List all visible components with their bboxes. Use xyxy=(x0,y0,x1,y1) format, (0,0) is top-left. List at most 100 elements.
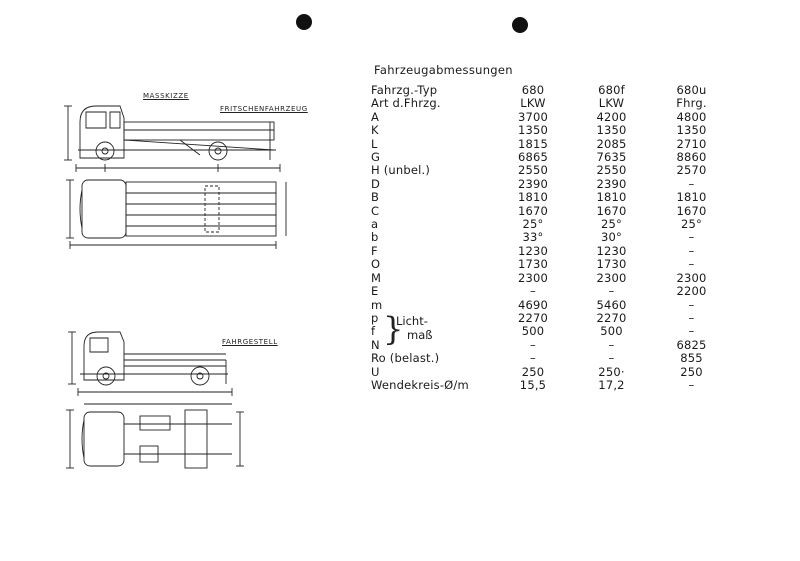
row-key: K xyxy=(371,123,379,138)
value-cell: 2570 xyxy=(676,163,707,178)
value-cell: 250· xyxy=(598,364,625,379)
lichtmass-label: Licht- maß xyxy=(396,314,433,342)
table-row: b 33° 30° – xyxy=(371,230,729,245)
value-cell: 680 xyxy=(521,83,545,97)
punch-hole-right xyxy=(512,17,528,33)
value-cell: – xyxy=(688,257,695,272)
value-cell: 1230 xyxy=(596,243,627,258)
table-row: L 1815 2085 2710 xyxy=(371,136,729,151)
value-cell: 1350 xyxy=(596,123,627,138)
value-cell: 2300 xyxy=(676,270,707,285)
value-cell: 6865 xyxy=(517,150,549,165)
value-cell: 1810 xyxy=(596,190,627,205)
value-cell: 30° xyxy=(601,230,622,245)
value-cell: – xyxy=(688,297,695,312)
row-key: G xyxy=(371,150,381,165)
value-cell: 25° xyxy=(601,217,622,232)
row-key: Art d.Fhrzg. xyxy=(371,96,441,111)
table-row: G 6865 7635 8860 xyxy=(371,150,729,165)
value-cell: 4800 xyxy=(676,109,707,124)
value-cell: 1815 xyxy=(517,136,549,151)
technical-drawings xyxy=(64,105,287,469)
row-key: M xyxy=(371,270,382,285)
value-cell: 6825 xyxy=(676,337,707,352)
value-cell: – xyxy=(688,230,695,245)
row-key: E xyxy=(371,284,379,299)
value-cell: 2390 xyxy=(517,176,549,191)
value-cell: 1350 xyxy=(676,123,707,138)
value-cell: – xyxy=(688,243,695,258)
row-key: H (unbel.) xyxy=(371,163,431,178)
table-title: Fahrzeugabmessungen xyxy=(374,63,513,77)
table-row: M 2300 2300 2300 xyxy=(371,270,729,285)
value-cell: 2300 xyxy=(596,270,627,285)
value-cell: 250 xyxy=(680,364,703,379)
value-cell: 2390 xyxy=(596,176,627,191)
value-cell: 2550 xyxy=(517,163,549,178)
value-cell: 500 xyxy=(600,324,623,339)
value-cell: 2710 xyxy=(676,136,707,151)
value-cell: – xyxy=(608,284,615,299)
value-cell: 5460 xyxy=(596,297,627,312)
value-cell: 680u xyxy=(676,83,707,97)
lichtmass-brace: } xyxy=(383,310,404,348)
value-cell: 25° xyxy=(522,217,544,232)
value-cell: 1670 xyxy=(596,203,627,218)
value-cell: 2085 xyxy=(596,136,627,151)
row-key: C xyxy=(371,203,380,218)
value-cell: – xyxy=(608,337,615,352)
value-cell: 1230 xyxy=(517,243,549,258)
value-cell: 33° xyxy=(522,230,544,245)
value-cell: – xyxy=(608,351,615,366)
value-cell: 2550 xyxy=(596,163,627,178)
value-cell: 2300 xyxy=(517,270,549,285)
lichtmass-label-line2: maß xyxy=(407,328,433,342)
value-cell: 2270 xyxy=(517,310,549,325)
chassis-side-view xyxy=(68,331,233,396)
chassis-top-view xyxy=(66,403,244,469)
table-row: N––6825 xyxy=(371,337,729,352)
lichtmass-label-line1: Licht- xyxy=(396,314,428,328)
row-key: Ro (belast.) xyxy=(371,351,440,366)
row-key: Fahrzg.-Typ xyxy=(371,83,438,97)
value-cell: 17,2 xyxy=(598,377,625,392)
value-cell: – xyxy=(688,310,695,325)
value-cell: 680f xyxy=(598,83,625,97)
value-cell: – xyxy=(688,377,695,392)
value-cell: 855 xyxy=(680,351,703,366)
value-cell: 4200 xyxy=(596,109,627,124)
table-row: m 4690 5460 – xyxy=(371,297,729,312)
value-cell: – xyxy=(688,176,695,191)
row-key: m xyxy=(371,297,383,312)
value-cell: – xyxy=(530,284,536,299)
value-cell: 1810 xyxy=(517,190,549,205)
row-key: L xyxy=(371,136,378,151)
value-cell: 7635 xyxy=(596,150,627,165)
row-key: A xyxy=(371,109,380,124)
row-key: a xyxy=(371,217,379,232)
value-cell: 8860 xyxy=(676,150,707,165)
label-fritschenfahrzeug: FRITSCHENFAHRZEUG xyxy=(220,105,308,113)
table-row: Ro (belast.) – – 855 xyxy=(371,351,729,366)
value-cell: – xyxy=(530,337,536,352)
value-cell: 250 xyxy=(521,364,545,379)
value-cell: 4690 xyxy=(517,297,549,312)
header-row: Fahrzg.-Typ 680 680f 680u xyxy=(371,83,729,97)
value-cell: – xyxy=(530,351,536,366)
value-cell: 1670 xyxy=(517,203,549,218)
truck-side-view xyxy=(64,105,281,172)
row-key: b xyxy=(371,230,379,245)
label-fahrgestell: FAHRGESTELL xyxy=(222,338,278,346)
